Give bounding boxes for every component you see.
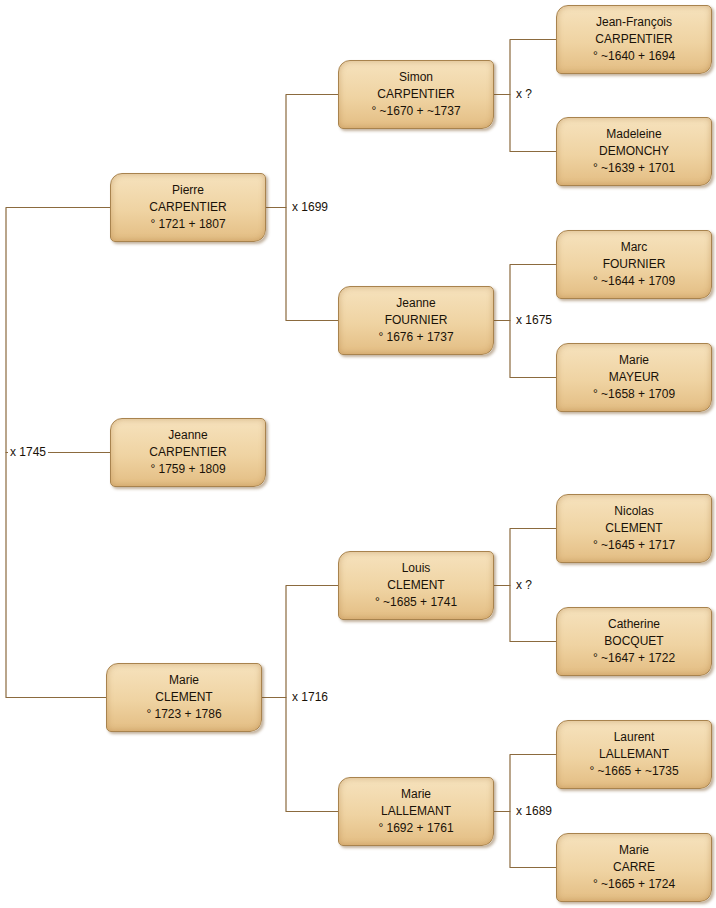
family-connector — [494, 812, 556, 868]
first-name: Catherine — [563, 616, 705, 633]
person-box: JeanneFOURNIER° 1676 + 1737 — [338, 286, 494, 355]
person-box: CatherineBOCQUET° ~1647 + 1722 — [556, 607, 712, 676]
surname: DEMONCHY — [563, 143, 705, 160]
life-dates: ° 1721 + 1807 — [117, 216, 259, 233]
life-dates: ° ~1665 + 1724 — [563, 876, 705, 893]
person-box: Jean-FrançoisCARPENTIER° ~1640 + 1694 — [556, 5, 712, 74]
family-connector — [262, 698, 338, 812]
family-connector — [494, 755, 556, 812]
first-name: Jean-François — [563, 14, 705, 31]
surname: BOCQUET — [563, 633, 705, 650]
first-name: Nicolas — [563, 503, 705, 520]
marriage-label: x 1716 — [290, 690, 330, 704]
first-name: Laurent — [563, 729, 705, 746]
person-box: MarcFOURNIER° ~1644 + 1709 — [556, 230, 712, 299]
surname: CARPENTIER — [117, 444, 259, 461]
marriage-label: x ? — [514, 578, 534, 592]
surname: FOURNIER — [345, 312, 487, 329]
surname: LALLEMANT — [563, 746, 705, 763]
person-box: MarieLALLEMANT° 1692 + 1761 — [338, 777, 494, 846]
surname: CARPENTIER — [117, 199, 259, 216]
person-box: SimonCARPENTIER° ~1670 + ~1737 — [338, 60, 494, 129]
life-dates: ° 1676 + 1737 — [345, 329, 487, 346]
surname: CARRE — [563, 859, 705, 876]
family-connector — [266, 95, 338, 208]
life-dates: ° ~1645 + 1717 — [563, 537, 705, 554]
marriage-label: x 1689 — [514, 804, 554, 818]
first-name: Jeanne — [117, 427, 259, 444]
person-box: MarieCARRE° ~1665 + 1724 — [556, 833, 712, 902]
life-dates: ° 1723 + 1786 — [113, 706, 255, 723]
person-box: JeanneCARPENTIER° 1759 + 1809 — [110, 418, 266, 487]
life-dates: ° ~1670 + ~1737 — [345, 103, 487, 120]
life-dates: ° ~1665 + ~1735 — [563, 763, 705, 780]
person-box: MarieCLEMENT° 1723 + 1786 — [106, 663, 262, 732]
family-connector — [262, 586, 338, 698]
surname: FOURNIER — [563, 256, 705, 273]
surname: CLEMENT — [113, 689, 255, 706]
life-dates: ° ~1639 + 1701 — [563, 160, 705, 177]
life-dates: ° ~1647 + 1722 — [563, 650, 705, 667]
first-name: Louis — [345, 560, 487, 577]
marriage-label: x 1675 — [514, 313, 554, 327]
family-connector — [6, 453, 110, 698]
first-name: Madeleine — [563, 126, 705, 143]
marriage-label: x 1745 — [8, 445, 48, 459]
family-connector — [494, 321, 556, 378]
first-name: Pierre — [117, 182, 259, 199]
first-name: Jeanne — [345, 295, 487, 312]
family-connector — [494, 95, 556, 152]
surname: CARPENTIER — [345, 86, 487, 103]
first-name: Marie — [563, 842, 705, 859]
life-dates: ° 1692 + 1761 — [345, 820, 487, 837]
person-box: PierreCARPENTIER° 1721 + 1807 — [110, 173, 266, 242]
family-connector — [266, 208, 338, 321]
surname: LALLEMANT — [345, 803, 487, 820]
first-name: Marc — [563, 239, 705, 256]
marriage-label: x ? — [514, 87, 534, 101]
life-dates: ° ~1685 + 1741 — [345, 594, 487, 611]
family-connector — [494, 529, 556, 586]
person-box: NicolasCLEMENT° ~1645 + 1717 — [556, 494, 712, 563]
first-name: Marie — [345, 786, 487, 803]
family-connector — [494, 40, 556, 95]
person-box: MadeleineDEMONCHY° ~1639 + 1701 — [556, 117, 712, 186]
surname: MAYEUR — [563, 369, 705, 386]
surname: CARPENTIER — [563, 31, 705, 48]
life-dates: ° ~1644 + 1709 — [563, 273, 705, 290]
life-dates: ° 1759 + 1809 — [117, 461, 259, 478]
life-dates: ° ~1658 + 1709 — [563, 386, 705, 403]
surname: CLEMENT — [563, 520, 705, 537]
first-name: Marie — [563, 352, 705, 369]
life-dates: ° ~1640 + 1694 — [563, 48, 705, 65]
family-connector — [494, 265, 556, 321]
first-name: Simon — [345, 69, 487, 86]
person-box: LouisCLEMENT° ~1685 + 1741 — [338, 551, 494, 620]
person-box: LaurentLALLEMANT° ~1665 + ~1735 — [556, 720, 712, 789]
first-name: Marie — [113, 672, 255, 689]
person-box: MarieMAYEUR° ~1658 + 1709 — [556, 343, 712, 412]
family-connector — [494, 586, 556, 642]
marriage-label: x 1699 — [290, 200, 330, 214]
family-connector — [6, 208, 110, 453]
surname: CLEMENT — [345, 577, 487, 594]
